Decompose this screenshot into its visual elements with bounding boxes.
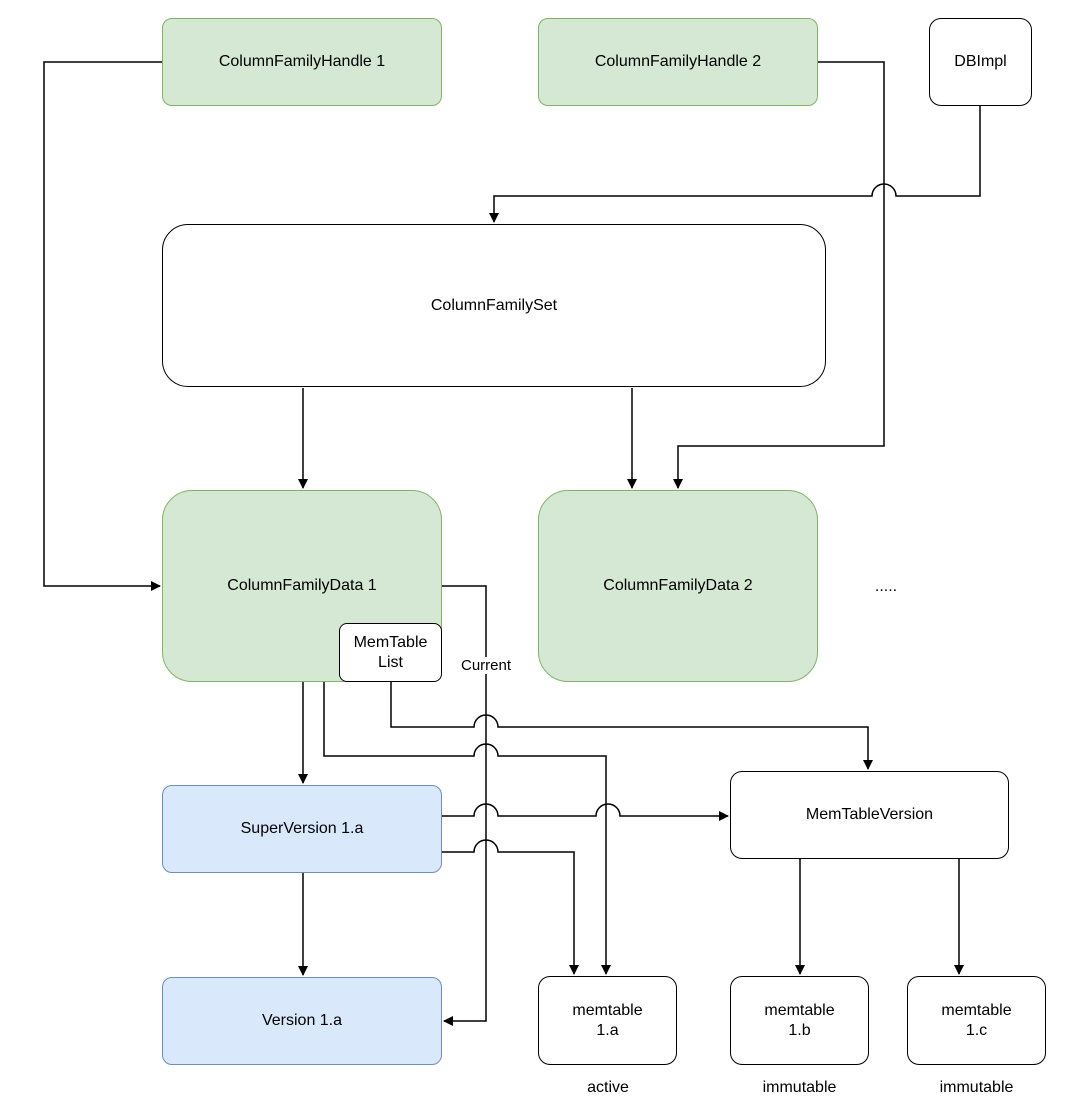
edge-memtablelist-to-memtableversion <box>390 682 873 770</box>
column-family-set[interactable]: ColumnFamilySet <box>162 224 826 387</box>
edge-dbimpl-to-cfset <box>489 106 981 223</box>
edge-cfd1-current-to-version <box>442 585 487 1026</box>
memtable-1a[interactable]: memtable 1.a <box>538 976 677 1065</box>
ellipsis-label: ..... <box>874 578 898 595</box>
memtable-version[interactable]: MemTableVersion <box>730 771 1009 859</box>
memtable-1b[interactable]: memtable 1.b <box>730 976 869 1065</box>
version-1a[interactable]: Version 1.a <box>162 977 442 1065</box>
edge-cfh2-to-cfd2 <box>673 61 885 489</box>
immutable-label-c: immutable <box>939 1079 1014 1096</box>
super-version-1a[interactable]: SuperVersion 1.a <box>162 785 442 873</box>
immutable-label-b: immutable <box>762 1079 837 1096</box>
column-family-handle-1[interactable]: ColumnFamilyHandle 1 <box>162 18 442 106</box>
memtable-list[interactable]: MemTable List <box>339 623 442 682</box>
column-family-data-2[interactable]: ColumnFamilyData 2 <box>538 490 818 682</box>
edge-cfh1-to-cfd1 <box>43 61 162 591</box>
edge-superversion-to-mem1a <box>442 839 579 975</box>
column-family-handle-2[interactable]: ColumnFamilyHandle 2 <box>538 18 818 106</box>
edge-superversion-to-memtableversion <box>442 803 729 821</box>
active-label: active <box>587 1079 629 1096</box>
current-edge-label: Current <box>446 657 526 674</box>
edge-cfd1-to-mem1a <box>323 682 611 975</box>
dbimpl-node[interactable]: DBImpl <box>929 18 1032 106</box>
memtable-1c[interactable]: memtable 1.c <box>907 976 1046 1065</box>
